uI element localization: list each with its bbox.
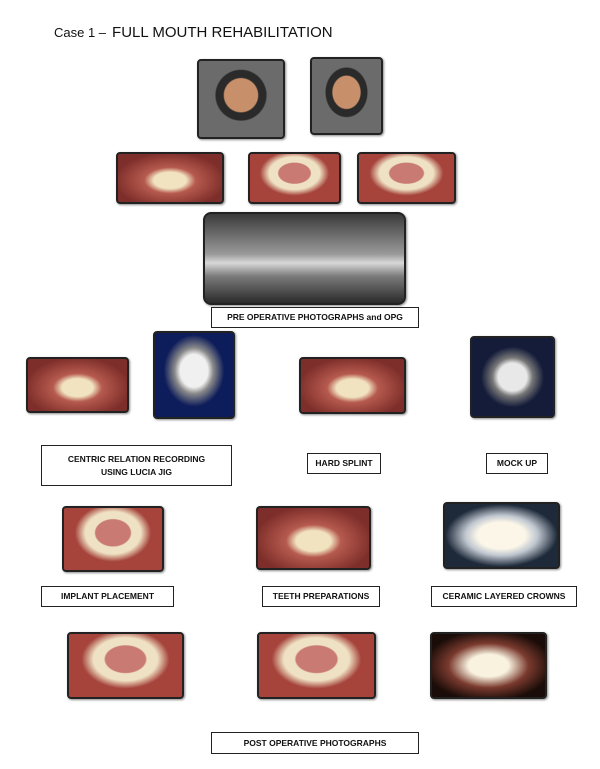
- label-preop: PRE OPERATIVE PHOTOGRAPHS and OPG: [211, 307, 419, 328]
- hard-splint-photo: [299, 357, 406, 414]
- case-number: Case 1 –: [54, 25, 107, 40]
- label-centric-relation: CENTRIC RELATION RECORDING USING LUCIA J…: [41, 445, 232, 486]
- implant-placement-photo: [62, 506, 164, 572]
- label-teeth-preparations: TEETH PREPARATIONS: [262, 586, 380, 607]
- postop-mandibular-photo: [257, 632, 376, 699]
- label-mock-up: MOCK UP: [486, 453, 548, 474]
- lucia-jig-intraoral-photo: [26, 357, 129, 413]
- postop-maxillary-photo: [67, 632, 184, 699]
- articulator-photo: [153, 331, 235, 419]
- opg-xray: [203, 212, 406, 305]
- label-ceramic-crowns: CERAMIC LAYERED CROWNS: [431, 586, 577, 607]
- page-title: Case 1 – FULL MOUTH REHABILITATION: [54, 24, 333, 41]
- preop-mandibular-occlusal-photo: [357, 152, 456, 204]
- teeth-preparations-photo: [256, 506, 371, 570]
- profile-face-photo: [310, 57, 383, 135]
- frontal-face-photo: [197, 59, 285, 139]
- label-hard-splint: HARD SPLINT: [307, 453, 381, 474]
- preop-maxillary-occlusal-photo: [248, 152, 341, 204]
- mock-up-articulator-photo: [470, 336, 555, 418]
- postop-frontal-photo: [430, 632, 547, 699]
- label-implant-placement: IMPLANT PLACEMENT: [41, 586, 174, 607]
- label-postop: POST OPERATIVE PHOTOGRAPHS: [211, 732, 419, 754]
- ceramic-crowns-photo: [443, 502, 560, 569]
- case-name: FULL MOUTH REHABILITATION: [112, 24, 333, 41]
- preop-frontal-intraoral-photo: [116, 152, 224, 204]
